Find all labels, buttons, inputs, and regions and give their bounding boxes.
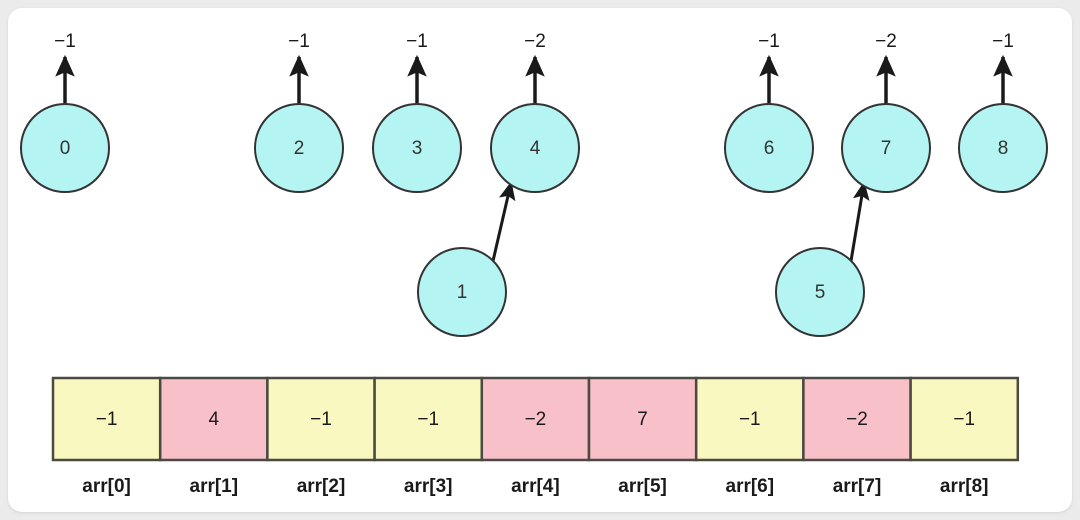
node-label-8: 8: [998, 138, 1009, 159]
array-cell-value-0: −1: [96, 409, 118, 430]
node-label-0: 0: [60, 138, 71, 159]
node-circle-2: [254, 103, 344, 193]
array-cell-name-7: arr[7]: [833, 476, 882, 497]
array-cell-box-7: [802, 376, 912, 462]
array-cell-name-6: arr[6]: [726, 476, 775, 497]
array-cell-box-2: [266, 376, 376, 462]
array-cell-value-5: 7: [637, 409, 648, 430]
graph-node-8[interactable]: 8: [958, 103, 1048, 193]
array-cell-5[interactable]: 7 arr[5]: [587, 376, 698, 497]
node-layer: 0 2 3 4 6 7 8 1 5: [20, 103, 1048, 337]
array-cell-value-7: −2: [846, 409, 868, 430]
array-cell-name-3: arr[3]: [404, 476, 453, 497]
array-cell-6[interactable]: −1 arr[6]: [694, 376, 805, 497]
array-cell-value-4: −2: [525, 409, 547, 430]
array-cell-value-6: −1: [739, 409, 761, 430]
array-cell-1[interactable]: 4 arr[1]: [158, 376, 269, 497]
weight-label-6: −1: [758, 31, 780, 52]
weight-label-layer: −1 −1 −1 −2 −1 −2 −1: [54, 31, 1014, 52]
array-cell-name-0: arr[0]: [82, 476, 131, 497]
array-cell-name-1: arr[1]: [190, 476, 239, 497]
graph-node-6[interactable]: 6: [724, 103, 814, 193]
edge-1-to-4: [491, 181, 516, 262]
array-cell-value-8: −1: [953, 409, 975, 430]
parent-edge-layer: [491, 181, 870, 262]
array-cell-value-1: 4: [209, 409, 220, 430]
array-cell-name-8: arr[8]: [940, 476, 989, 497]
array-cell-box-6: [694, 376, 805, 462]
node-label-4: 4: [530, 138, 541, 159]
array-cell-3[interactable]: −1 arr[3]: [373, 376, 484, 497]
weight-label-7: −2: [875, 31, 897, 52]
graph-node-3[interactable]: 3: [372, 103, 462, 193]
weight-label-3: −1: [406, 31, 428, 52]
node-circle-1: [417, 247, 507, 337]
self-arrow-layer: [55, 54, 1013, 105]
array-cell-0[interactable]: −1 arr[0]: [51, 376, 162, 497]
graph-node-7[interactable]: 7: [841, 103, 931, 193]
array-cell-box-4: [480, 376, 591, 462]
array-cell-box-0: [51, 376, 162, 462]
weight-label-2: −1: [288, 31, 310, 52]
node-circle-6: [724, 103, 814, 193]
array-table: −1 arr[0] 4 arr[1] −1 arr[2] −1 arr[3] −2 arr[4] 7…: [51, 376, 1020, 497]
array-cell-8[interactable]: −1 arr[8]: [909, 376, 1020, 497]
array-cell-box-3: [373, 376, 484, 462]
weight-label-8: −1: [992, 31, 1014, 52]
array-cell-name-2: arr[2]: [297, 476, 346, 497]
array-cell-7[interactable]: −2 arr[7]: [802, 376, 912, 497]
node-label-6: 6: [764, 138, 775, 159]
array-cell-value-3: −1: [417, 409, 439, 430]
array-cell-name-4: arr[4]: [511, 476, 560, 497]
array-cell-name-5: arr[5]: [618, 476, 667, 497]
node-circle-5: [775, 247, 865, 337]
graph-node-0[interactable]: 0: [20, 103, 110, 193]
array-cell-2[interactable]: −1 arr[2]: [266, 376, 376, 497]
weight-label-0: −1: [54, 31, 76, 52]
node-circle-8: [958, 103, 1048, 193]
array-cell-4[interactable]: −2 arr[4]: [480, 376, 591, 497]
node-circle-3: [372, 103, 462, 193]
graph-node-5[interactable]: 5: [775, 247, 865, 337]
graph-node-4[interactable]: 4: [490, 103, 580, 193]
node-label-5: 5: [815, 282, 826, 303]
graph-node-2[interactable]: 2: [254, 103, 344, 193]
node-label-7: 7: [881, 138, 892, 159]
edge-5-to-7: [849, 181, 870, 262]
node-circle-7: [841, 103, 931, 193]
graph-node-1[interactable]: 1: [417, 247, 507, 337]
node-circle-0: [20, 103, 110, 193]
node-label-2: 2: [294, 138, 305, 159]
weight-label-4: −2: [524, 31, 546, 52]
array-cell-box-8: [909, 376, 1020, 462]
node-label-3: 3: [412, 138, 423, 159]
node-label-1: 1: [457, 282, 468, 303]
node-circle-4: [490, 103, 580, 193]
array-cell-value-2: −1: [310, 409, 332, 430]
